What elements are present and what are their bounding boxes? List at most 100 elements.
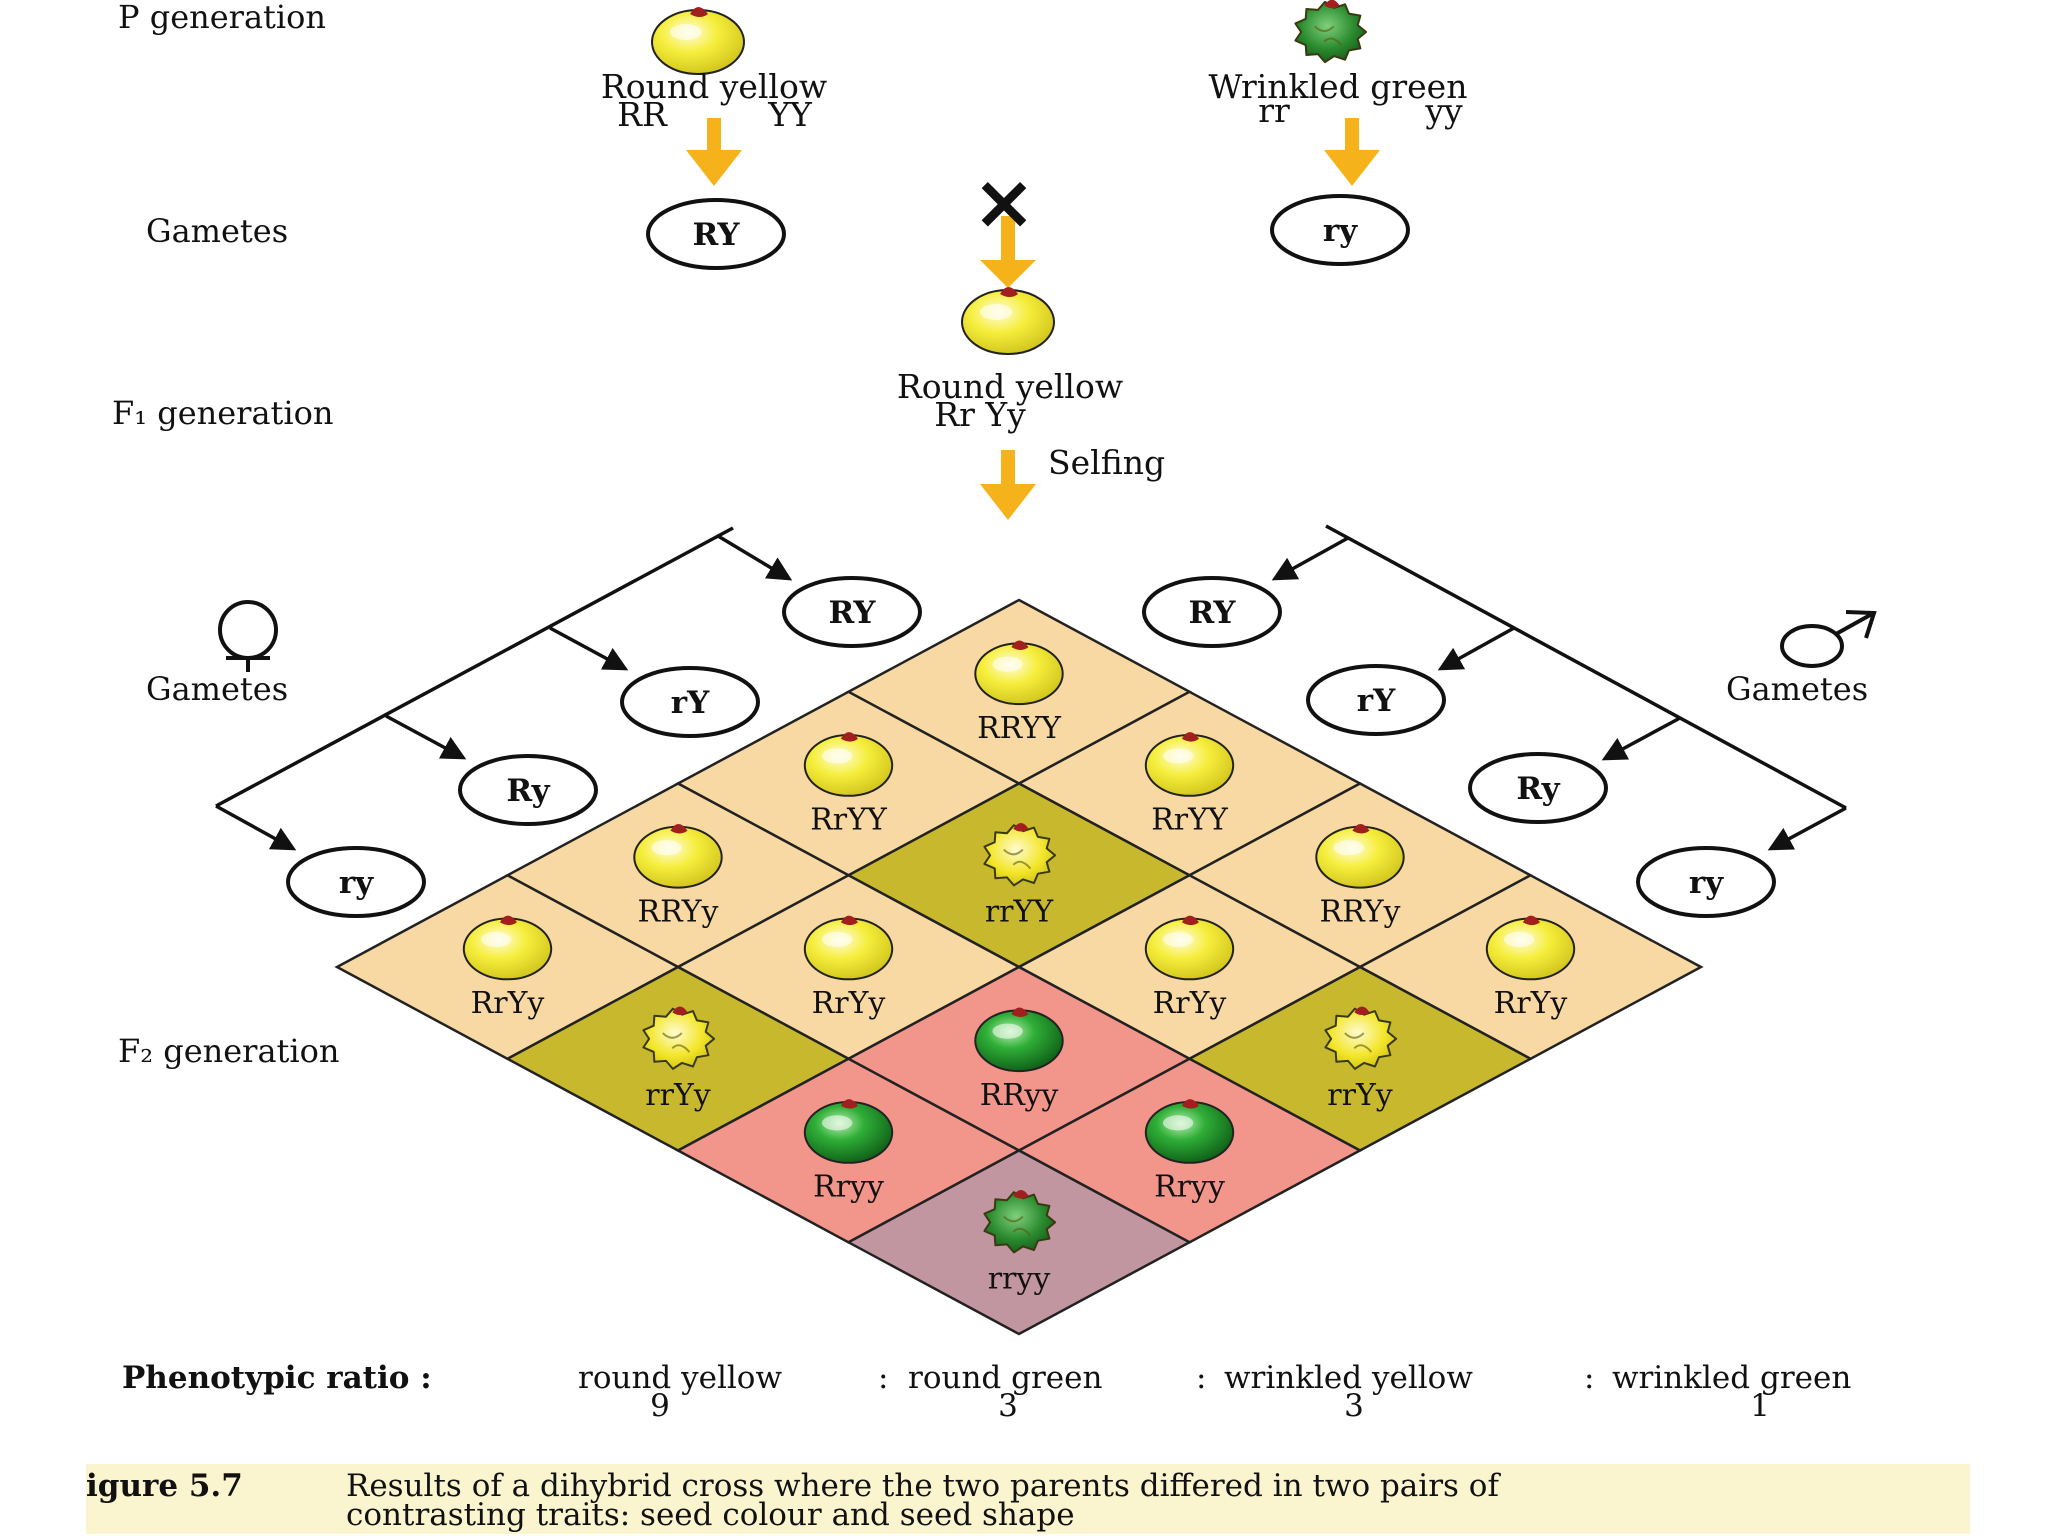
- punnett-cell-rryy: rryy: [845, 1149, 1193, 1336]
- round-yellow-seed-icon: [651, 7, 745, 75]
- f2-generation-label: F₂ generation: [118, 1032, 340, 1070]
- genotype-label: RRYY: [977, 711, 1062, 746]
- round-green-seed-icon: [974, 1007, 1064, 1073]
- round-green-seed-icon: [1144, 1099, 1235, 1164]
- cross-mark: ×: [972, 157, 1036, 246]
- caption-label: igure 5.7: [86, 1468, 243, 1504]
- genotype-label: RrYY: [1151, 803, 1229, 838]
- female-gamete-ry: ry: [286, 846, 426, 918]
- genotype-label: RrYY: [810, 803, 888, 838]
- gamete-label: rY: [1357, 683, 1396, 719]
- genotype-label: RrYy: [1494, 986, 1568, 1021]
- arrow-down-icon: [1324, 118, 1380, 186]
- gamete-label: ry: [339, 865, 374, 901]
- selfing-label: Selfing: [1048, 443, 1165, 482]
- genotype-label: RRYy: [637, 894, 718, 929]
- punnett-cell-rryy: Rryy: [1016, 1057, 1363, 1244]
- f1-genotype: Rr Yy: [934, 395, 1026, 434]
- punnett-cell-rryy: RrYy: [1016, 873, 1363, 1061]
- parent-right-allele-2: yy: [1424, 91, 1463, 130]
- gamete-parent-left: RY: [646, 198, 786, 270]
- parent-right-phenotype: Wrinkled green: [1209, 67, 1468, 106]
- wrinkled-yellow-seed-icon: [642, 1006, 716, 1070]
- phenotypic-ratio: Phenotypic ratio : round yellow : round …: [122, 1360, 1851, 1424]
- punnett-cell-rryy: RrYY: [1016, 690, 1363, 877]
- round-yellow-seed-icon: [1144, 732, 1235, 797]
- caption-line-1: Results of a dihybrid cross where the tw…: [346, 1468, 1501, 1504]
- ratio-label: Phenotypic ratio :: [122, 1360, 432, 1396]
- genotype-label: RRYy: [1319, 894, 1400, 929]
- round-yellow-seed-icon: [961, 287, 1055, 355]
- gametes-label-left: Gametes: [146, 212, 288, 250]
- punnett-cell-rryy: Rryy: [675, 1057, 1022, 1244]
- male-gamete-rY: rY: [1306, 664, 1446, 736]
- female-gamete-RY: RY: [782, 576, 922, 648]
- ratio-sep-2: :: [1196, 1360, 1206, 1396]
- arrow-down-icon: [686, 118, 742, 186]
- male-gamete-Ry: Ry: [1468, 752, 1608, 824]
- genotype-label: rrYY: [985, 894, 1054, 929]
- ratio-phenotype-4: wrinkled green: [1612, 1360, 1851, 1396]
- ratio-value-1: 9: [650, 1388, 670, 1424]
- round-yellow-seed-icon: [462, 915, 553, 981]
- ratio-value-4: 1: [1750, 1388, 1770, 1424]
- figure-caption: igure 5.7 Results of a dihybrid cross wh…: [86, 1464, 1970, 1534]
- ratio-sep-3: :: [1584, 1360, 1594, 1396]
- genotype-label: RRyy: [980, 1078, 1059, 1113]
- arrow-down-icon: [980, 216, 1036, 288]
- caption-line-2: contrasting traits: seed colour and seed…: [346, 1497, 1075, 1533]
- round-yellow-seed-icon: [1144, 915, 1235, 981]
- wrinkled-yellow-seed-icon: [983, 823, 1057, 887]
- genotype-label: RrYy: [471, 986, 545, 1021]
- round-yellow-seed-icon: [633, 823, 723, 889]
- female-gamete-branches: [215, 526, 793, 851]
- f1-phenotype: Round yellow: [897, 367, 1123, 406]
- round-yellow-seed-icon: [1485, 915, 1576, 981]
- genotype-label: RrYy: [812, 986, 886, 1021]
- parent-left-phenotype: Round yellow: [601, 67, 827, 106]
- gamete-label: RY: [1189, 595, 1237, 631]
- male-gamete-ry: ry: [1636, 846, 1776, 918]
- svg-text:ry: ry: [1323, 213, 1358, 249]
- svg-text:RY: RY: [693, 217, 741, 253]
- gamete-label: Ry: [506, 773, 550, 809]
- male-gamete-RY: RY: [1142, 576, 1282, 648]
- female-gametes: RY rY Ry ry: [286, 576, 922, 918]
- parent-right-allele-1: rr: [1258, 91, 1290, 130]
- female-gamete-Ry: Ry: [458, 754, 598, 826]
- punnett-cell-rryy: RrYY: [675, 690, 1022, 877]
- wrinkled-green-seed-icon: [983, 1190, 1057, 1254]
- ratio-sep-1: :: [878, 1360, 888, 1396]
- female-gamete-rY: rY: [620, 666, 760, 738]
- punnett-cell-rryy: RrYy: [675, 873, 1022, 1061]
- wrinkled-green-seed-icon: [1294, 0, 1368, 64]
- round-yellow-seed-icon: [974, 640, 1064, 706]
- p-generation-label: P generation: [118, 0, 326, 36]
- genotype-label: rrYy: [1327, 1078, 1392, 1113]
- ratio-phenotype-2: round green: [908, 1360, 1102, 1396]
- gamete-label: Ry: [1516, 771, 1560, 807]
- genotype-label: rrYy: [645, 1078, 710, 1113]
- genotype-label: RrYy: [1153, 986, 1227, 1021]
- gamete-parent-right: ry: [1270, 194, 1410, 266]
- gamete-label: RY: [829, 595, 877, 631]
- male-gamete-branches: [1271, 524, 1847, 851]
- genotype-label: rryy: [988, 1261, 1051, 1296]
- female-symbol-icon: [218, 600, 278, 672]
- gamete-label: ry: [1689, 865, 1724, 901]
- female-gametes-label: Gametes: [146, 670, 288, 708]
- parent-left-allele-1: RR: [617, 95, 668, 134]
- round-yellow-seed-icon: [803, 915, 894, 981]
- parent-left-allele-2: YY: [767, 95, 813, 134]
- round-yellow-seed-icon: [803, 732, 894, 797]
- ratio-phenotype-1: round yellow: [578, 1360, 782, 1396]
- f1-generation-label: F₁ generation: [112, 394, 334, 432]
- wrinkled-yellow-seed-icon: [1324, 1006, 1398, 1070]
- ratio-value-3: 3: [1344, 1388, 1364, 1424]
- male-gametes: RY rY Ry ry: [1142, 576, 1776, 918]
- male-symbol-icon: [1780, 610, 1877, 668]
- round-green-seed-icon: [803, 1099, 894, 1164]
- ratio-value-2: 3: [998, 1388, 1018, 1424]
